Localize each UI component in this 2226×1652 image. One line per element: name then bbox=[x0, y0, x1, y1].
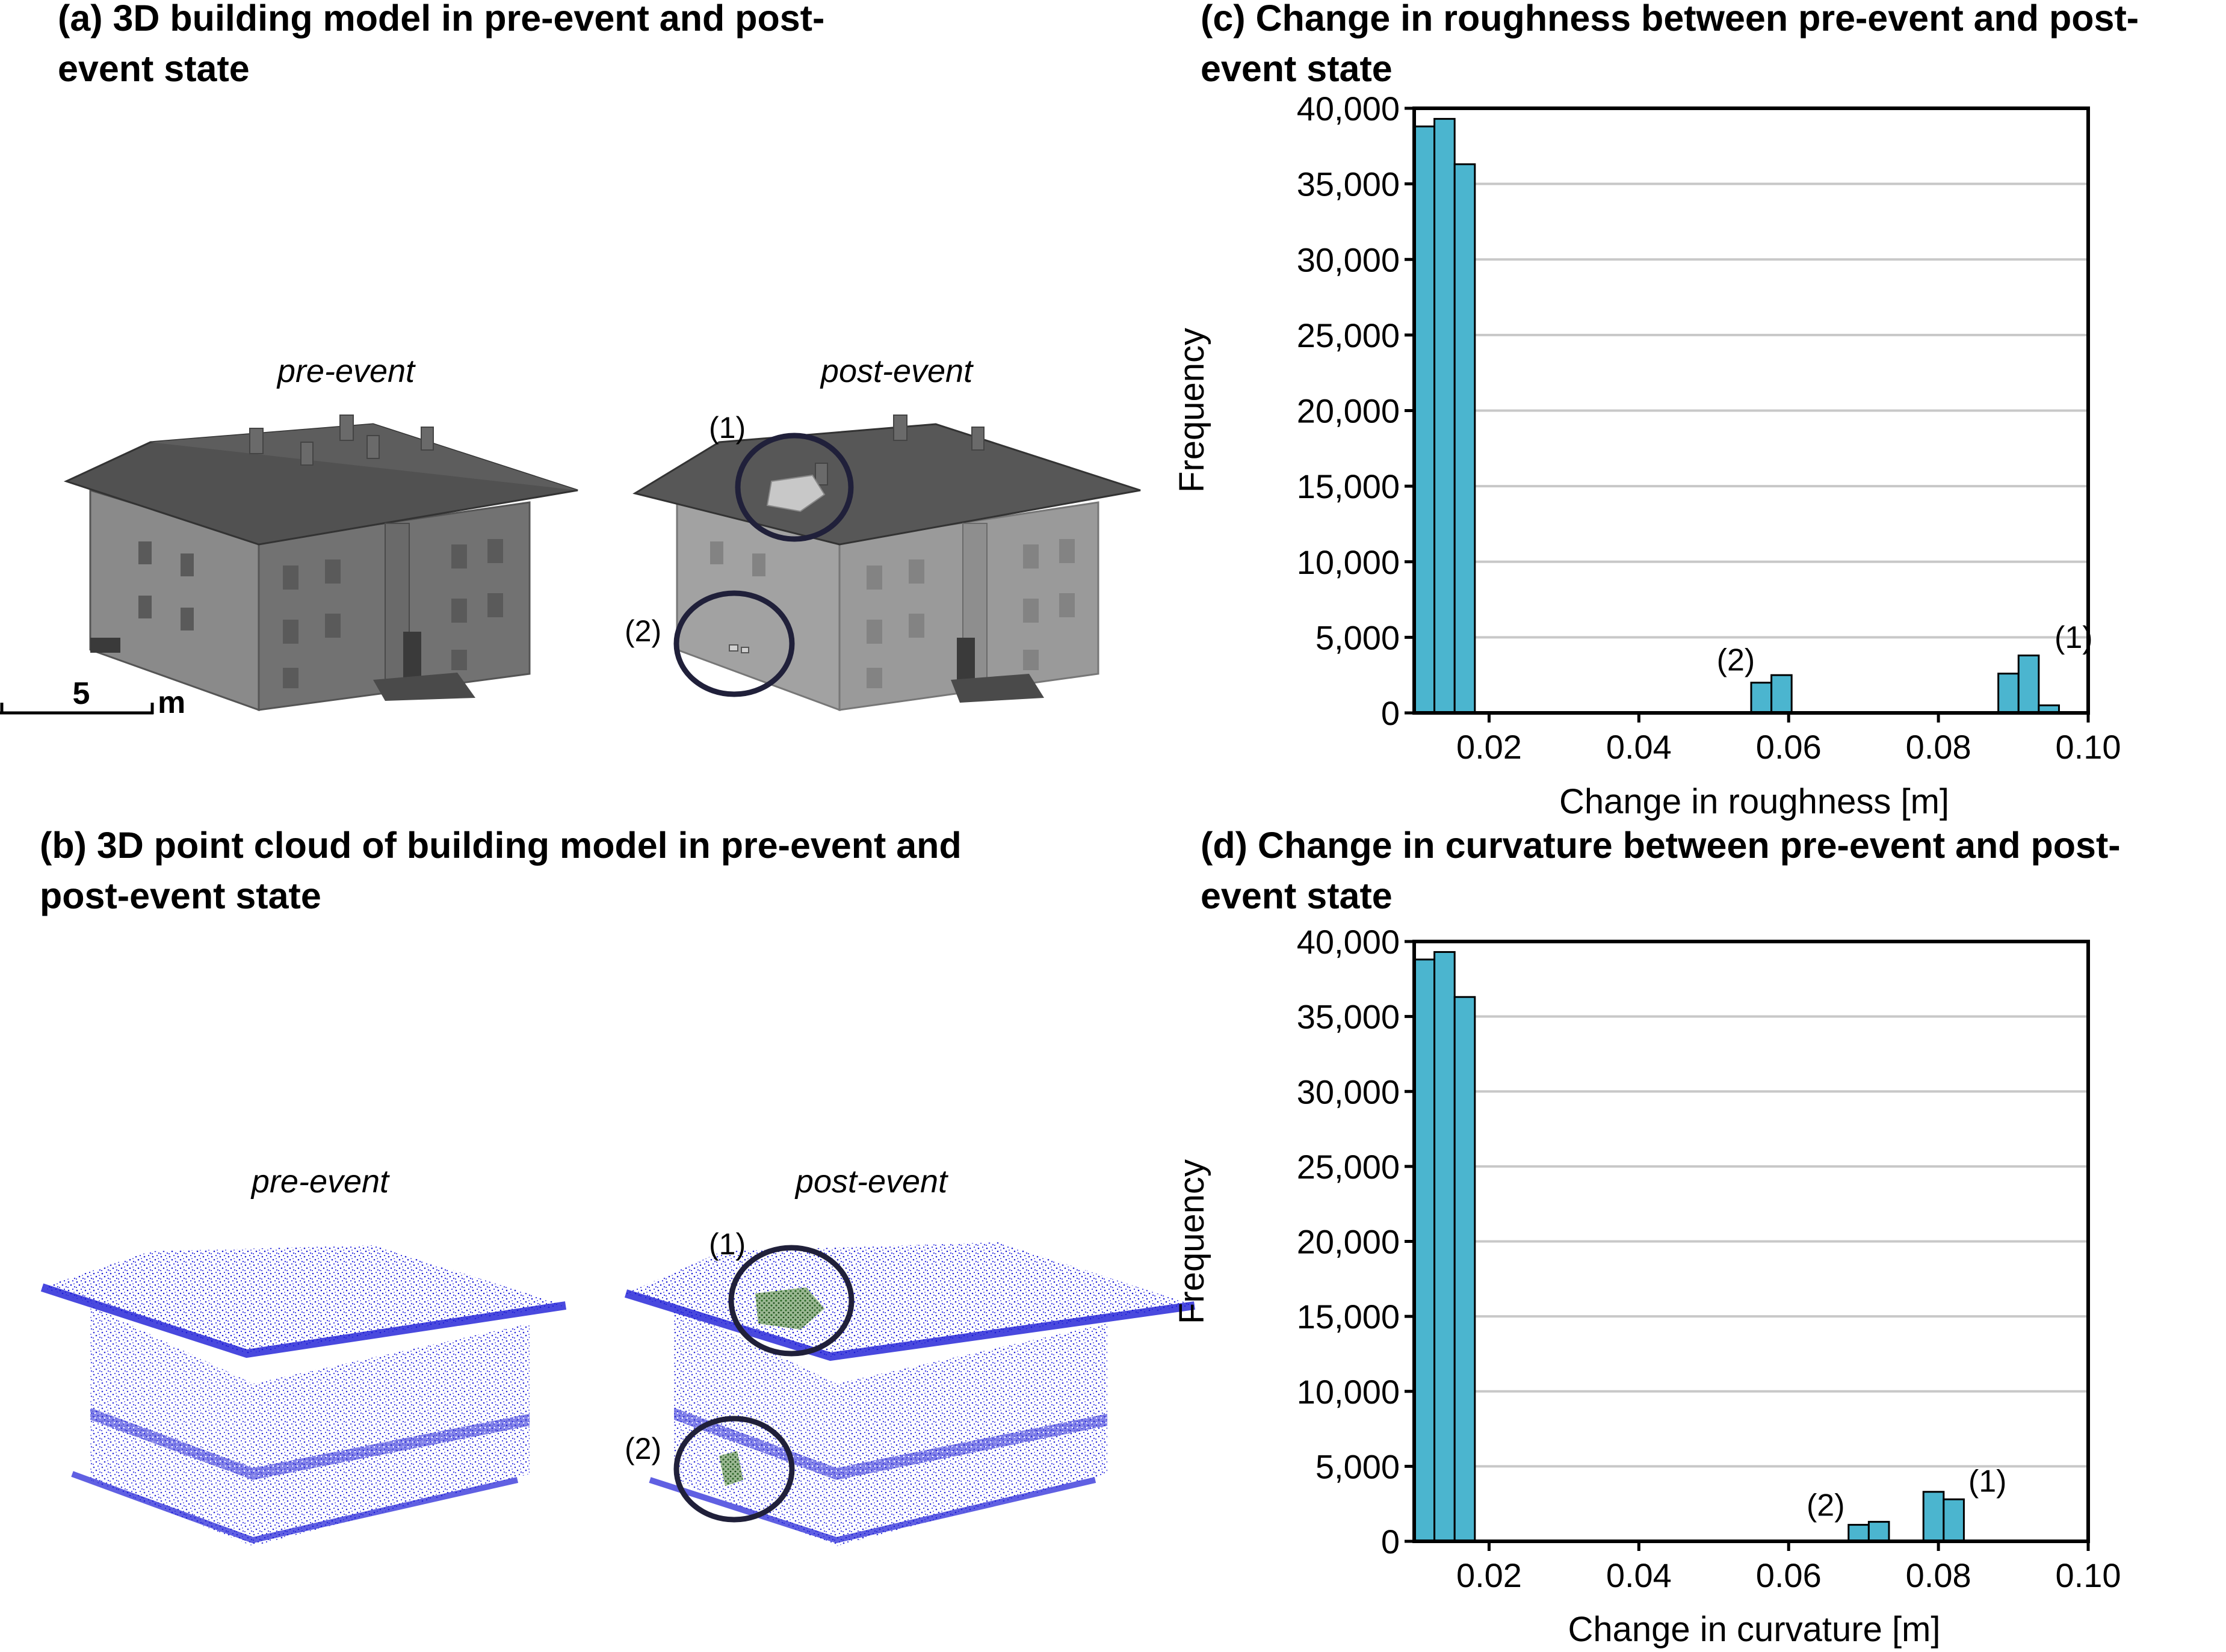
highlight-circle-2 bbox=[673, 590, 795, 697]
panel-b-title: (b) 3D point cloud of building model in … bbox=[40, 820, 962, 921]
curvature-bar bbox=[1867, 1521, 1890, 1543]
roughness-annotations: (2) (1) bbox=[1717, 620, 2093, 678]
panel-c-title: (c) Change in roughness between pre-even… bbox=[1201, 0, 2139, 94]
curvature-x-axis-label: Change in curvature [m] bbox=[1568, 1610, 1941, 1649]
curvature-x-tick-label: 0.10 bbox=[2056, 1556, 2121, 1594]
roughness-bars bbox=[1413, 118, 2060, 714]
highlight-circle-1 bbox=[728, 1245, 855, 1357]
curvature-y-tick-label: 30,000 bbox=[1297, 1073, 1400, 1111]
roughness-bar bbox=[1433, 118, 1456, 714]
curvature-y-tick-label: 20,000 bbox=[1297, 1223, 1400, 1261]
panel-a-illustration: pre-event post-event bbox=[0, 353, 1141, 720]
panel-a-marker-1: (1) bbox=[709, 411, 746, 445]
roughness-y-tick-label: 35,000 bbox=[1297, 165, 1400, 203]
roughness-x-axis-label: Change in roughness [m] bbox=[1559, 782, 1949, 821]
roughness-annotation: (2) bbox=[1717, 643, 1755, 678]
curvature-y-axis-label: Frequency bbox=[1172, 1159, 1211, 1324]
curvature-y-tick-label: 0 bbox=[1381, 1523, 1400, 1561]
post-event-building: (1) (2) bbox=[625, 411, 1141, 712]
highlight-circle-2 bbox=[673, 1416, 795, 1523]
pre-event-building bbox=[63, 415, 578, 712]
roughness-x-tick-label: 0.06 bbox=[1756, 728, 1822, 766]
curvature-x-tick-label: 0.02 bbox=[1456, 1556, 1522, 1594]
curvature-y-ticks: 0 5,000 10,000 15,000 20,000 25,000 30,000 35,0… bbox=[1297, 923, 1414, 1561]
panel-b-marker-2: (2) bbox=[625, 1432, 661, 1466]
scale-bar: 5 m bbox=[0, 676, 185, 720]
curvature-bar bbox=[1922, 1491, 1945, 1543]
curvature-annotation: (2) bbox=[1807, 1488, 1845, 1523]
curvature-x-tick-label: 0.04 bbox=[1606, 1556, 1672, 1594]
curvature-y-tick-label: 5,000 bbox=[1316, 1447, 1400, 1485]
roughness-y-ticks: 0 5,000 10,000 15,000 20,000 25,000 30,000 35,0… bbox=[1297, 90, 1414, 732]
roughness-y-tick-label: 10,000 bbox=[1297, 543, 1400, 581]
roughness-y-tick-label: 15,000 bbox=[1297, 467, 1400, 505]
curvature-annotations: (2) (1) bbox=[1807, 1464, 2006, 1523]
curvature-bars bbox=[1413, 951, 1965, 1543]
roughness-y-tick-label: 40,000 bbox=[1297, 90, 1400, 128]
roughness-bar bbox=[1997, 673, 2020, 714]
roughness-bar bbox=[2017, 655, 2040, 714]
roughness-grid bbox=[1414, 182, 2088, 639]
panel-b-title-line1: (b) 3D point cloud of building model in … bbox=[40, 825, 962, 866]
roughness-histogram: 0 5,000 10,000 15,000 20,000 25,000 30,000 35,0… bbox=[1172, 90, 2121, 821]
panel-b-marker-1: (1) bbox=[709, 1227, 746, 1261]
post-event-point-cloud: (1) (2) bbox=[624, 1227, 1195, 1546]
curvature-bar bbox=[1943, 1498, 1965, 1543]
roughness-annotation: (1) bbox=[2054, 620, 2093, 655]
curvature-histogram: 0 5,000 10,000 15,000 20,000 25,000 30,000 35,0… bbox=[1172, 923, 2121, 1649]
roughness-x-tick-label: 0.10 bbox=[2056, 728, 2121, 766]
panel-a-title-line2: event state bbox=[58, 48, 250, 89]
roughness-y-tick-label: 0 bbox=[1381, 694, 1400, 732]
panel-a-title: (a) 3D building model in pre-event and p… bbox=[58, 0, 824, 94]
curvature-x-tick-label: 0.08 bbox=[1906, 1556, 1971, 1594]
curvature-annotation: (1) bbox=[1968, 1464, 2007, 1499]
panel-d-title-line2: event state bbox=[1201, 875, 1393, 916]
curvature-y-tick-label: 15,000 bbox=[1297, 1298, 1400, 1336]
pre-event-point-cloud bbox=[40, 1245, 567, 1546]
roughness-y-axis-label: Frequency bbox=[1172, 328, 1211, 493]
roughness-y-tick-label: 30,000 bbox=[1297, 241, 1400, 279]
curvature-bar bbox=[1847, 1524, 1870, 1543]
curvature-x-ticks: 0.02 0.04 0.06 0.08 0.10 bbox=[1456, 1541, 2121, 1594]
panel-a-title-line1: (a) 3D building model in pre-event and p… bbox=[58, 0, 825, 39]
scale-bar-unit: m bbox=[158, 685, 185, 720]
panel-a-post-label: post-event bbox=[820, 353, 974, 389]
roughness-x-tick-label: 0.08 bbox=[1906, 728, 1971, 766]
roughness-y-tick-label: 20,000 bbox=[1297, 392, 1400, 430]
curvature-y-tick-label: 40,000 bbox=[1297, 923, 1400, 961]
curvature-y-tick-label: 10,000 bbox=[1297, 1373, 1400, 1411]
curvature-x-tick-label: 0.06 bbox=[1756, 1556, 1822, 1594]
panel-b-illustration: pre-event post-event (1) (2) bbox=[40, 1163, 1195, 1546]
curvature-bar bbox=[1413, 958, 1436, 1543]
panel-d-title: (d) Change in curvature between pre-even… bbox=[1201, 820, 2121, 921]
roughness-bar bbox=[1750, 682, 1773, 714]
panel-b-pre-label: pre-event bbox=[250, 1163, 390, 1200]
roughness-x-tick-label: 0.04 bbox=[1606, 728, 1672, 766]
panel-b-post-label: post-event bbox=[794, 1163, 948, 1200]
roughness-bar bbox=[1453, 163, 1476, 714]
highlight-circle-1 bbox=[735, 433, 854, 542]
roughness-bar bbox=[1413, 125, 1436, 714]
panel-d-title-line1: (d) Change in curvature between pre-even… bbox=[1201, 825, 2121, 866]
curvature-bar bbox=[1453, 996, 1476, 1543]
roughness-y-tick-label: 25,000 bbox=[1297, 316, 1400, 354]
curvature-y-tick-label: 35,000 bbox=[1297, 998, 1400, 1036]
roughness-x-ticks: 0.02 0.04 0.06 0.08 0.10 bbox=[1456, 713, 2121, 766]
curvature-bar bbox=[1433, 951, 1456, 1543]
panel-b-title-line2: post-event state bbox=[40, 875, 321, 916]
curvature-y-tick-label: 25,000 bbox=[1297, 1148, 1400, 1186]
panel-c-title-line2: event state bbox=[1201, 48, 1393, 89]
scale-bar-value: 5 bbox=[73, 676, 90, 711]
panel-a-pre-label: pre-event bbox=[276, 353, 416, 389]
panel-a-marker-2: (2) bbox=[625, 614, 661, 648]
curvature-grid bbox=[1414, 1015, 2088, 1468]
panel-c-title-line1: (c) Change in roughness between pre-even… bbox=[1201, 0, 2139, 39]
roughness-bar bbox=[1770, 674, 1793, 714]
roughness-x-tick-label: 0.02 bbox=[1456, 728, 1522, 766]
roughness-y-tick-label: 5,000 bbox=[1316, 618, 1400, 656]
